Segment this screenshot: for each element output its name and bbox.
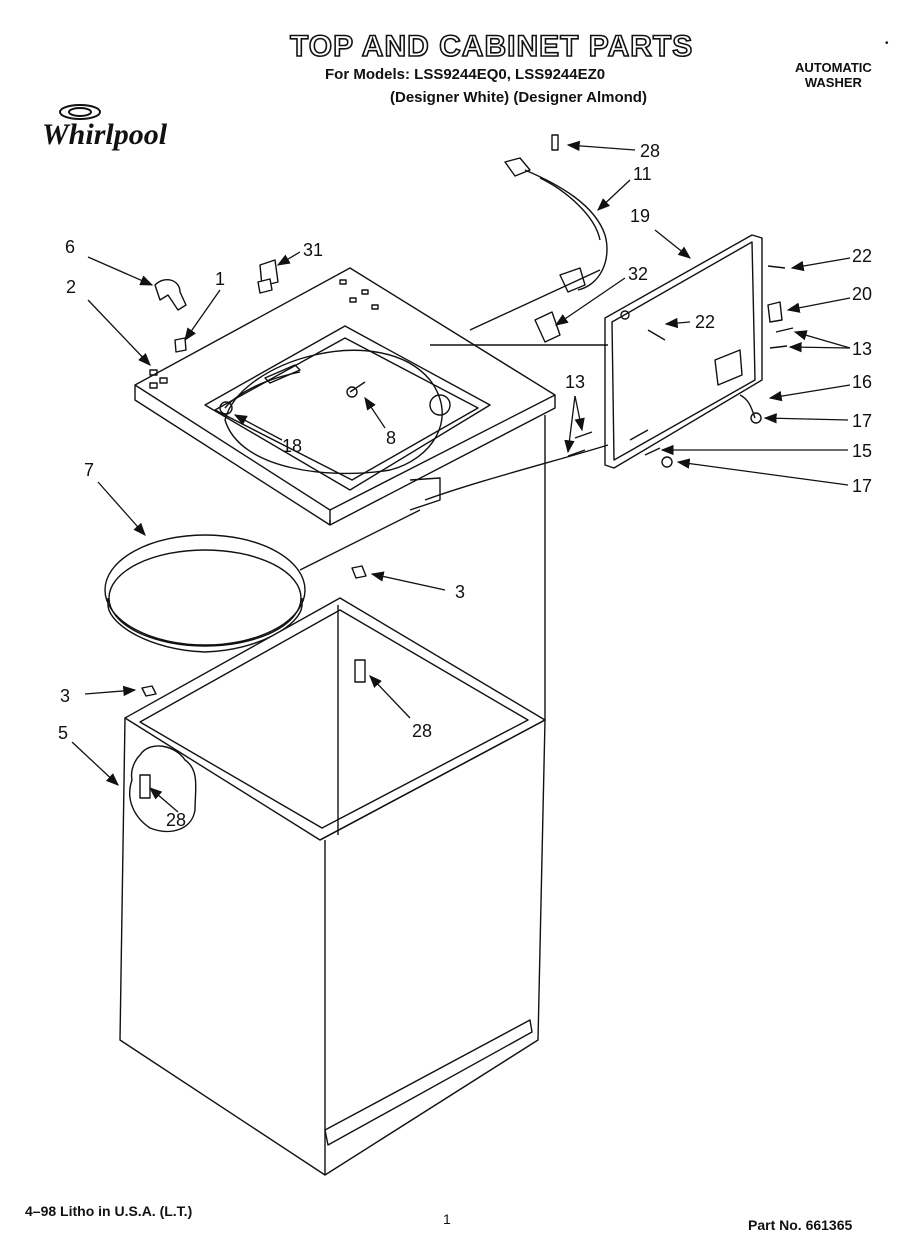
designer-line: (Designer White) (Designer Almond) xyxy=(390,89,647,106)
callout-15: 15 xyxy=(852,441,872,461)
callout-28-lower: 28 xyxy=(166,810,186,830)
whirlpool-logo: Whirlpool xyxy=(42,104,168,151)
callout-13-right: 13 xyxy=(852,339,872,359)
callout-22-right: 22 xyxy=(852,246,872,266)
callout-6: 6 xyxy=(65,237,75,257)
callout-2: 2 xyxy=(66,277,76,297)
corner-mark: • xyxy=(885,38,889,49)
callout-8: 8 xyxy=(386,428,396,448)
callout-17-lower: 17 xyxy=(852,476,872,496)
small-parts xyxy=(154,134,794,468)
callout-5: 5 xyxy=(58,723,68,743)
switch-harness xyxy=(469,157,608,331)
callout-31: 31 xyxy=(303,240,323,260)
cabinet xyxy=(119,565,546,1176)
leader-arrows xyxy=(71,140,851,813)
page-title: TOP AND CABINET PARTS xyxy=(289,29,694,64)
washer-top xyxy=(134,267,556,720)
callout-13-left: 13 xyxy=(565,372,585,392)
callout-16: 16 xyxy=(852,372,872,392)
callout-18: 18 xyxy=(282,436,302,456)
models-line: For Models: LSS9244EQ0, LSS9244EZ0 xyxy=(325,66,606,83)
callout-28-top: 28 xyxy=(640,141,660,161)
product-type: AUTOMATIC WASHER xyxy=(795,60,872,90)
page-number: 1 xyxy=(443,1211,451,1227)
callout-labels: 28 11 19 6 31 1 22 2 32 20 22 13 13 16 8… xyxy=(58,141,872,830)
callout-11: 11 xyxy=(633,164,652,184)
callout-28-mid: 28 xyxy=(412,721,432,741)
litho-note: 4–98 Litho in U.S.A. (L.T.) xyxy=(25,1203,193,1219)
product-line-2: WASHER xyxy=(804,75,862,90)
callout-3-left: 3 xyxy=(60,686,70,706)
product-line-1: AUTOMATIC xyxy=(795,60,872,75)
callout-7: 7 xyxy=(84,460,94,480)
callout-19: 19 xyxy=(630,206,650,226)
brand-wordmark: Whirlpool xyxy=(42,118,168,151)
part-number: Part No. 661365 xyxy=(748,1217,853,1233)
callout-22-mid: 22 xyxy=(695,312,715,332)
rear-panel xyxy=(424,234,763,501)
callout-20: 20 xyxy=(852,284,872,304)
callout-32: 32 xyxy=(628,264,648,284)
callout-17-upper: 17 xyxy=(852,411,872,431)
callout-3-right: 3 xyxy=(455,582,465,602)
tub-ring xyxy=(104,509,421,653)
callout-1: 1 xyxy=(215,269,225,289)
